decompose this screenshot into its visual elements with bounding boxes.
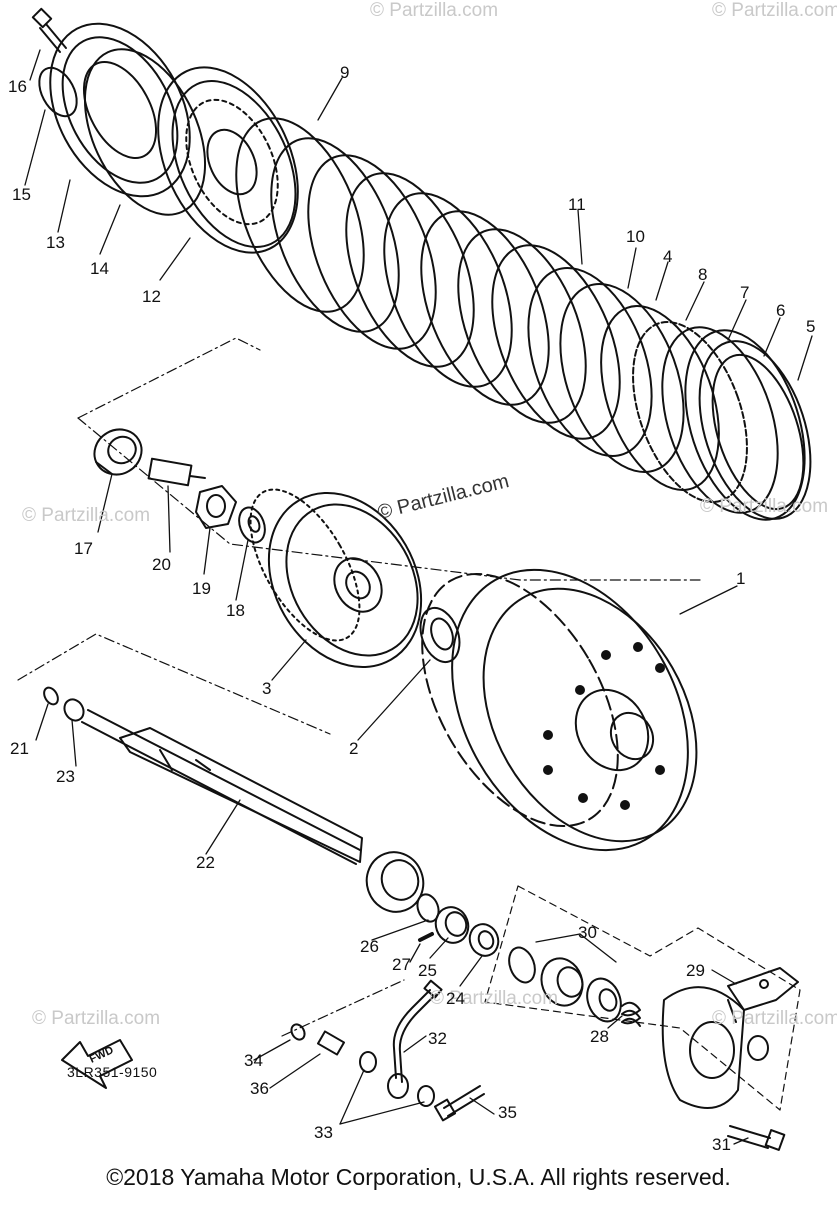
part-36-bleed-screw — [316, 1030, 346, 1056]
part-20-bolt — [147, 457, 206, 487]
part-34-oring — [290, 1023, 306, 1041]
copyright-notice: ©2018 Yamaha Motor Corporation, U.S.A. A… — [106, 1164, 731, 1190]
callout-5: 5 — [806, 317, 816, 336]
part-16-bolt — [31, 7, 67, 53]
part-18-washer — [238, 506, 266, 544]
callout-25: 25 — [418, 961, 437, 980]
callout-16: 16 — [8, 77, 27, 96]
callout-13: 13 — [46, 233, 65, 252]
shaft-bearing — [365, 851, 425, 913]
part-29-bracket — [727, 967, 799, 1023]
callout-1: 1 — [736, 569, 746, 588]
callout-7: 7 — [740, 283, 750, 302]
callout-12: 12 — [142, 287, 161, 306]
hose-outline — [281, 979, 405, 1037]
callout-2: 2 — [349, 739, 359, 758]
part-26-oring — [416, 893, 440, 923]
watermark: © Partzilla.com — [712, 0, 837, 21]
callout-26: 26 — [360, 937, 379, 956]
callout-18: 18 — [226, 601, 245, 620]
part-31-bolt — [727, 1125, 786, 1151]
part-35-bolt — [433, 1085, 485, 1122]
callout-36: 36 — [250, 1079, 269, 1098]
watermark: © Partzilla.com — [712, 1008, 837, 1029]
callout-17: 17 — [74, 539, 93, 558]
assembly-outline-lower — [17, 633, 331, 735]
part-21-circlip — [43, 686, 59, 706]
watermark: © Partzilla.com — [430, 988, 559, 1009]
fwd-arrow — [61, 1039, 133, 1089]
assembly-outline-upper — [77, 337, 261, 419]
callout-31: 31 — [712, 1135, 731, 1154]
callout-14: 14 — [90, 259, 109, 278]
callout-29: 29 — [686, 961, 705, 980]
watermark: © Partzilla.com — [32, 1008, 161, 1029]
watermark: © Partzilla.com — [22, 505, 151, 526]
callout-4: 4 — [663, 247, 673, 266]
callout-33: 33 — [314, 1123, 333, 1142]
release-cylinder — [661, 986, 769, 1109]
part-22-push-rod — [81, 709, 363, 865]
part-4-11-plates — [527, 267, 812, 521]
part-19-nut — [195, 485, 237, 529]
callout-19: 19 — [192, 579, 211, 598]
callout-9: 9 — [340, 63, 350, 82]
part-25-bushing — [434, 906, 470, 944]
callout-6: 6 — [776, 301, 786, 320]
part-33-gaskets — [359, 1051, 435, 1107]
leader-lines — [24, 49, 813, 1145]
part-17-bearing — [93, 428, 143, 476]
drawing-code: 3LR351-9150 — [67, 1064, 158, 1080]
callout-35: 35 — [498, 1103, 517, 1122]
part-32-hose — [387, 979, 443, 1099]
part-14-ring — [83, 48, 207, 216]
callout-34: 34 — [244, 1051, 263, 1070]
callout-28: 28 — [590, 1027, 609, 1046]
part-12-gear — [157, 66, 299, 254]
callout-24: 24 — [446, 989, 465, 1008]
callout-10: 10 — [626, 227, 645, 246]
callout-15: 15 — [12, 185, 31, 204]
callout-3: 3 — [262, 679, 272, 698]
part-28-outline — [484, 885, 801, 1111]
callout-20: 20 — [152, 555, 171, 574]
callout-27: 27 — [392, 955, 411, 974]
part-3-clutch-boss — [249, 488, 423, 669]
callout-30: 30 — [578, 923, 597, 942]
part-23-collar — [63, 698, 85, 722]
part-2-washer — [419, 606, 461, 664]
callout-21: 21 — [10, 739, 29, 758]
watermark: © Partzilla.com — [700, 496, 829, 517]
part-27-pin — [418, 932, 434, 942]
callout-8: 8 — [698, 265, 708, 284]
part-24-collar — [468, 923, 500, 957]
part-1-clutch-housing — [421, 568, 698, 852]
watermark: © Partzilla.com — [370, 0, 499, 21]
callout-23: 23 — [56, 767, 75, 786]
callout-22: 22 — [196, 853, 215, 872]
part-30-seal-kit — [508, 946, 641, 1027]
part-9-friction-plates — [235, 117, 621, 440]
callout-11: 11 — [568, 195, 586, 214]
callout-32: 32 — [428, 1029, 447, 1048]
